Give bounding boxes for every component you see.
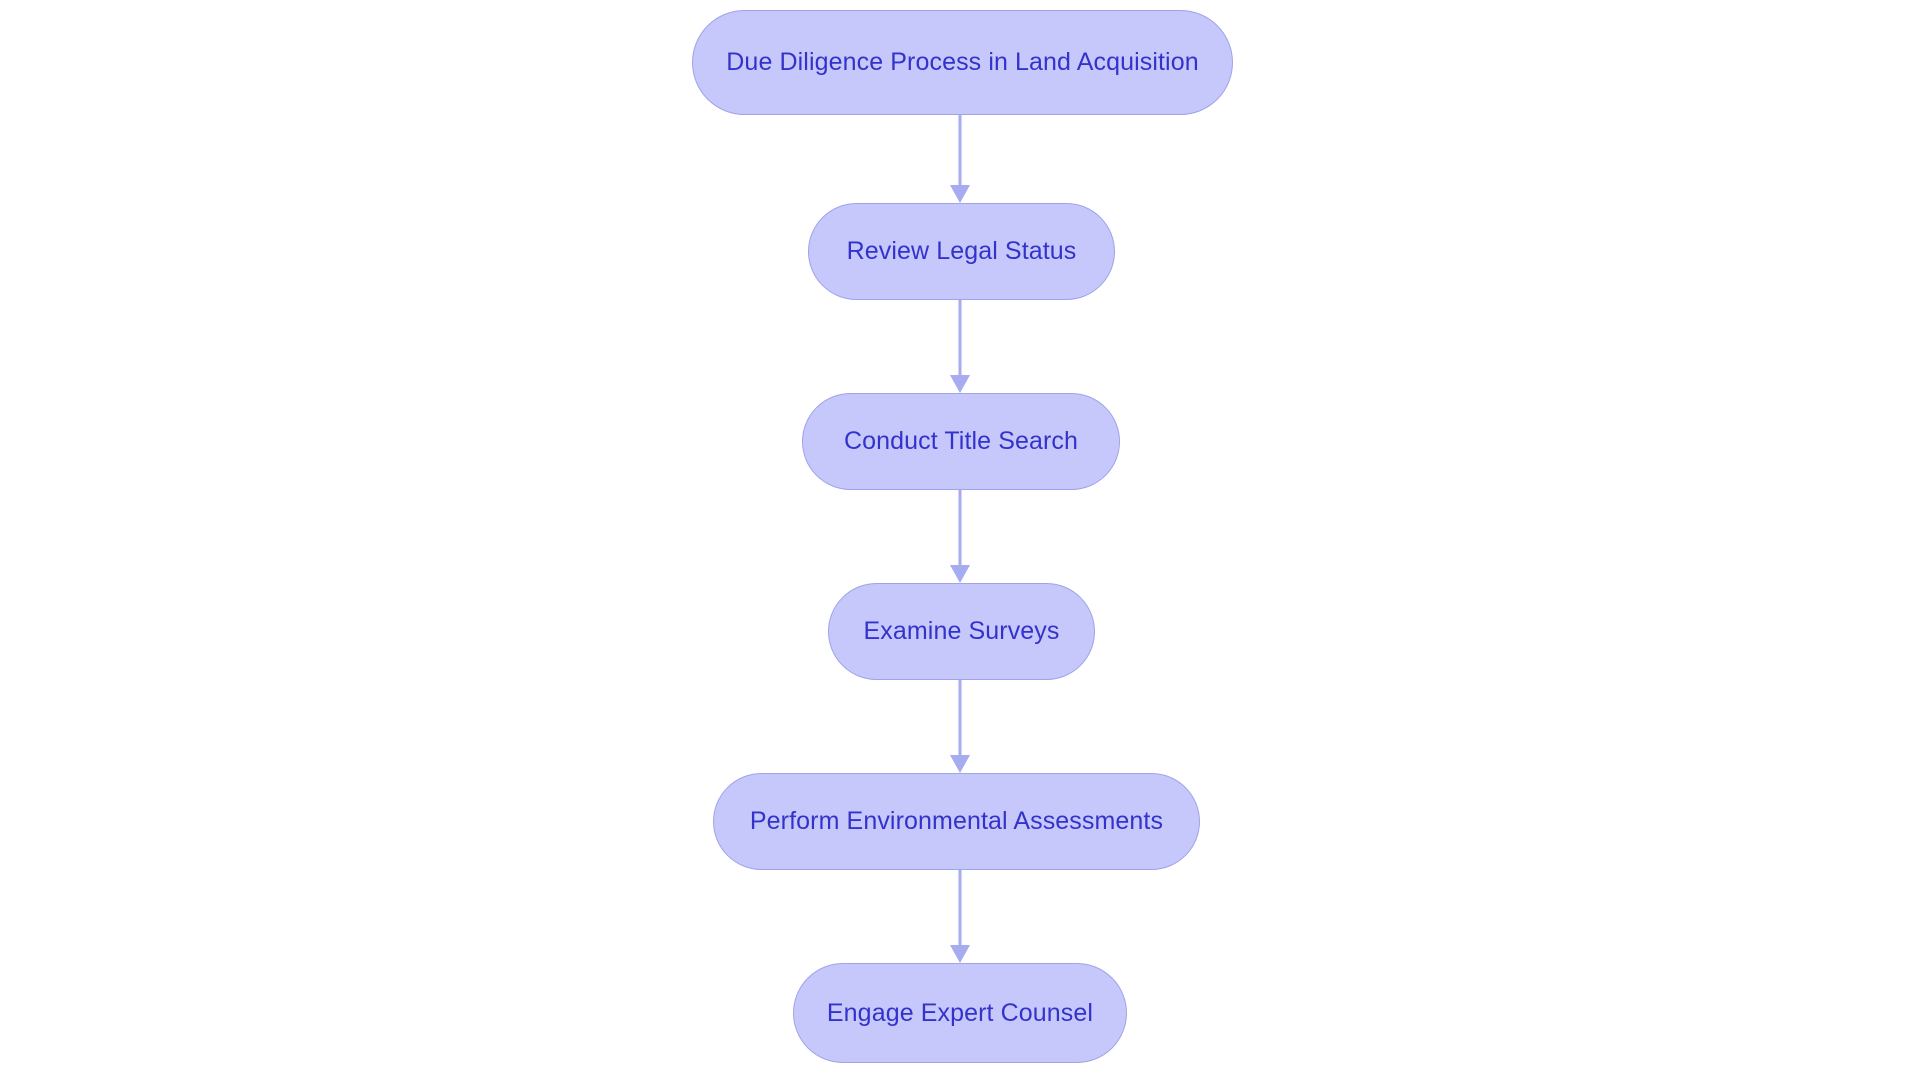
connector-line bbox=[958, 490, 962, 565]
flow-node-review-legal-status[interactable]: Review Legal Status bbox=[808, 203, 1115, 300]
flow-node-examine-surveys[interactable]: Examine Surveys bbox=[828, 583, 1095, 680]
flow-node-label: Perform Environmental Assessments bbox=[749, 807, 1164, 835]
arrowhead-icon bbox=[950, 755, 970, 773]
arrowhead-icon bbox=[950, 945, 970, 963]
connector-line bbox=[958, 680, 962, 755]
flow-node-perform-environmental-assessments[interactable]: Perform Environmental Assessments bbox=[713, 773, 1200, 870]
arrowhead-icon bbox=[950, 185, 970, 203]
flow-node-label: Conduct Title Search bbox=[843, 427, 1079, 455]
connector-node5-node6 bbox=[940, 870, 980, 963]
flow-node-conduct-title-search[interactable]: Conduct Title Search bbox=[802, 393, 1120, 490]
flow-node-label: Examine Surveys bbox=[863, 617, 1060, 645]
connector-node1-node2 bbox=[940, 115, 980, 203]
flow-node-engage-expert-counsel[interactable]: Engage Expert Counsel bbox=[793, 963, 1127, 1063]
connector-line bbox=[958, 300, 962, 375]
flow-node-label: Review Legal Status bbox=[846, 237, 1077, 265]
connector-line bbox=[958, 115, 962, 185]
flow-node-label: Due Diligence Process in Land Acquisitio… bbox=[726, 48, 1199, 76]
flow-node-due-diligence-process[interactable]: Due Diligence Process in Land Acquisitio… bbox=[692, 10, 1233, 115]
arrowhead-icon bbox=[950, 565, 970, 583]
connector-node4-node5 bbox=[940, 680, 980, 773]
arrowhead-icon bbox=[950, 375, 970, 393]
connector-line bbox=[958, 870, 962, 945]
connector-node3-node4 bbox=[940, 490, 980, 583]
flow-node-label: Engage Expert Counsel bbox=[826, 998, 1094, 1027]
connector-node2-node3 bbox=[940, 300, 980, 393]
